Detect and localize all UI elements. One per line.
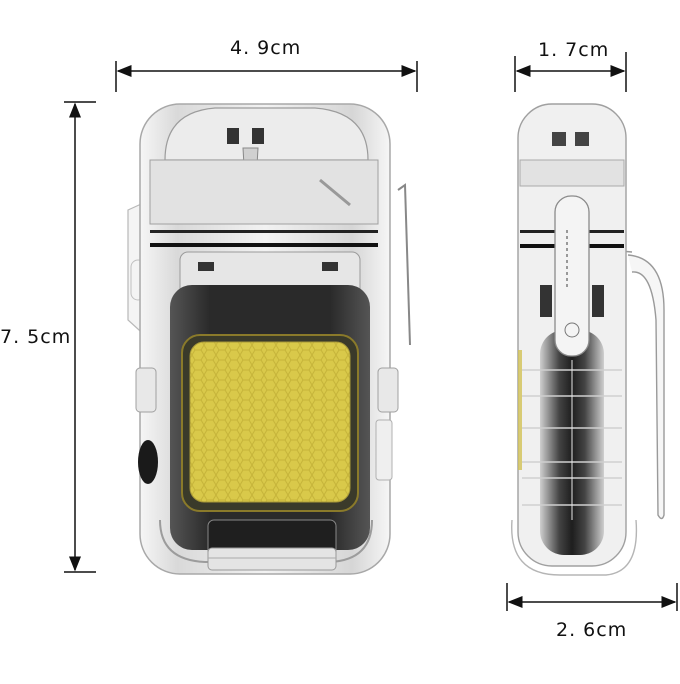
width-dimension-line <box>115 61 418 92</box>
side-view <box>511 103 665 576</box>
belt-clip <box>627 254 665 520</box>
height-label: 7. 5cm <box>0 326 72 348</box>
clip-depth-dimension-line <box>506 583 678 611</box>
height-dimension-line <box>64 101 96 573</box>
front-view <box>127 103 411 575</box>
side-button <box>138 440 158 484</box>
depth-label: 1. 7cm <box>538 39 610 61</box>
width-label: 4. 9cm <box>230 37 302 59</box>
clip-depth-label: 2. 6cm <box>556 619 628 641</box>
depth-dimension-line <box>514 52 627 92</box>
